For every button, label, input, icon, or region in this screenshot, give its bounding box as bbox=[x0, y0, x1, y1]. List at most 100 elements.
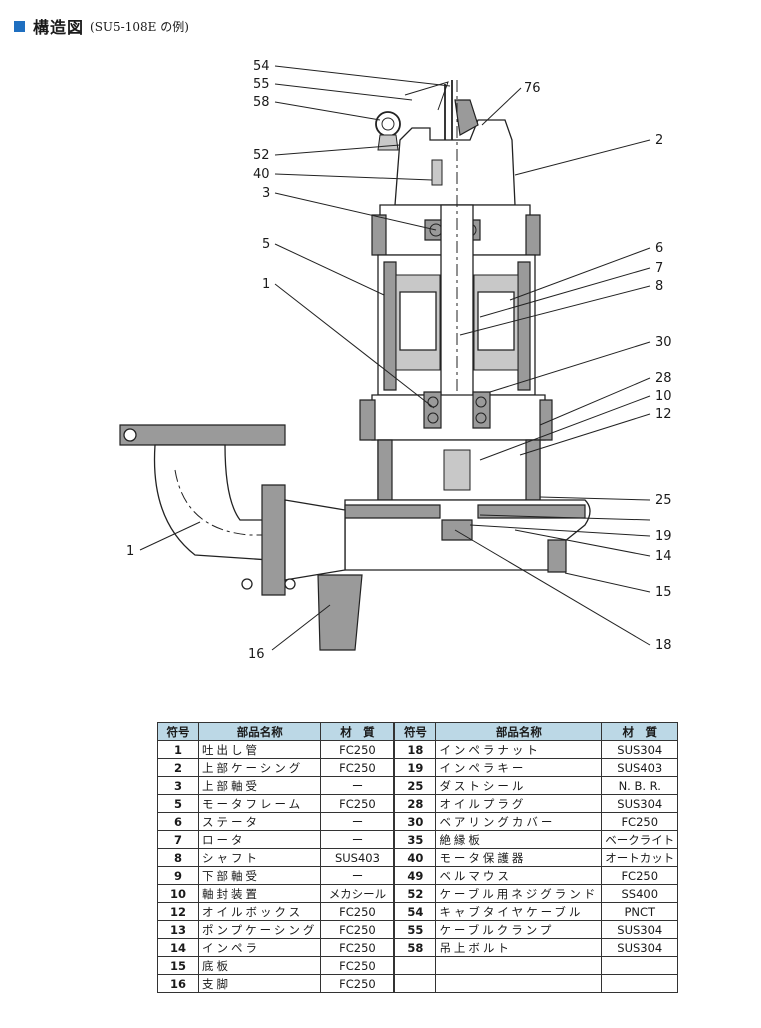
part-material: SUS403 bbox=[320, 848, 395, 867]
part-material: ベークライト bbox=[601, 830, 679, 849]
part-number: 18 bbox=[393, 740, 437, 759]
part-number: 13 bbox=[157, 920, 199, 939]
part-number: 7 bbox=[157, 830, 199, 849]
part-material: FC250 bbox=[320, 956, 395, 975]
part-number: 58 bbox=[393, 938, 437, 957]
part-material: ー bbox=[320, 830, 395, 849]
part-name bbox=[435, 956, 603, 975]
page-header: 構造図 (SU5-108E の例) bbox=[14, 14, 189, 38]
part-material: ー bbox=[320, 812, 395, 831]
part-number: 52 bbox=[393, 884, 437, 903]
part-material: FC250 bbox=[320, 938, 395, 957]
part-material: ー bbox=[320, 776, 395, 795]
header-name-right: 部品名称 bbox=[435, 722, 603, 741]
part-material: FC250 bbox=[320, 974, 395, 993]
callout-15: 15 bbox=[655, 585, 672, 600]
part-name: 吐出し管 bbox=[197, 740, 322, 759]
part-number bbox=[393, 956, 437, 975]
page-subtitle: (SU5-108E の例) bbox=[90, 19, 189, 34]
part-material: SUS304 bbox=[601, 794, 679, 813]
part-material: FC250 bbox=[320, 794, 395, 813]
part-material: メカシール bbox=[320, 884, 395, 903]
part-material: オートカット bbox=[601, 848, 679, 867]
part-name: オイルプラグ bbox=[435, 794, 603, 813]
part-name: ポンプケーシング bbox=[197, 920, 322, 939]
part-material: FC250 bbox=[320, 920, 395, 939]
callout-14: 14 bbox=[655, 549, 672, 564]
part-name: ベアリングカバー bbox=[435, 812, 603, 831]
part-name: 下部軸受 bbox=[197, 866, 322, 885]
part-name: ロータ bbox=[197, 830, 322, 849]
callout-2: 2 bbox=[655, 133, 663, 148]
part-name: インペラナット bbox=[435, 740, 603, 759]
part-material: SS400 bbox=[601, 884, 679, 903]
part-material: FC250 bbox=[320, 902, 395, 921]
part-material bbox=[601, 974, 679, 993]
callout-58: 58 bbox=[253, 95, 270, 110]
header-material-right: 材 質 bbox=[601, 722, 679, 741]
part-name: モータ保護器 bbox=[435, 848, 603, 867]
callout-28: 28 bbox=[655, 371, 672, 386]
part-number: 40 bbox=[393, 848, 437, 867]
part-name: インペラキー bbox=[435, 758, 603, 777]
callout-3: 3 bbox=[262, 186, 270, 201]
callout-7: 7 bbox=[655, 261, 663, 276]
callout-25: 25 bbox=[655, 493, 672, 508]
part-number: 3 bbox=[157, 776, 199, 795]
part-number: 6 bbox=[157, 812, 199, 831]
title-marker-square bbox=[14, 20, 25, 32]
callout-55: 55 bbox=[253, 77, 270, 92]
part-number: 8 bbox=[157, 848, 199, 867]
part-name: 上部軸受 bbox=[197, 776, 322, 795]
part-material: SUS304 bbox=[601, 740, 679, 759]
part-name: 軸封装置 bbox=[197, 884, 322, 903]
part-name: インペラ bbox=[197, 938, 322, 957]
callout-52: 52 bbox=[253, 148, 270, 163]
part-number: 35 bbox=[393, 830, 437, 849]
part-name: 吊上ボルト bbox=[435, 938, 603, 957]
part-number: 12 bbox=[157, 902, 199, 921]
pump-structure-diagram: 54 55 58 52 40 3 5 1 76 2 6 7 8 30 28 10… bbox=[119, 59, 672, 662]
part-material: ー bbox=[320, 866, 395, 885]
callout-18: 18 bbox=[655, 638, 672, 653]
part-number: 1 bbox=[157, 740, 199, 759]
part-material: FC250 bbox=[601, 866, 679, 885]
part-material bbox=[601, 956, 679, 975]
callout-5: 5 bbox=[262, 237, 270, 252]
pump-drawing bbox=[119, 80, 591, 651]
part-number bbox=[393, 974, 437, 993]
callout-76: 76 bbox=[524, 81, 541, 96]
part-material: SUS403 bbox=[601, 758, 679, 777]
callout-8: 8 bbox=[655, 279, 663, 294]
part-name: ダストシール bbox=[435, 776, 603, 795]
part-name: 底板 bbox=[197, 956, 322, 975]
part-number: 14 bbox=[157, 938, 199, 957]
leader-lines bbox=[139, 65, 651, 651]
part-material: FC250 bbox=[320, 758, 395, 777]
part-name: 上部ケーシング bbox=[197, 758, 322, 777]
callout-6: 6 bbox=[655, 241, 663, 256]
part-material: FC250 bbox=[601, 812, 679, 831]
parts-table-header: 符号 部品名称 材 質 符号 部品名称 材 質 bbox=[157, 722, 679, 741]
callout-1-lower: 1 bbox=[126, 544, 134, 559]
part-number: 5 bbox=[157, 794, 199, 813]
callout-54: 54 bbox=[253, 59, 270, 74]
part-name: ベルマウス bbox=[435, 866, 603, 885]
part-number: 19 bbox=[393, 758, 437, 777]
header-no-left: 符号 bbox=[157, 722, 199, 741]
part-name bbox=[435, 974, 603, 993]
part-number: 54 bbox=[393, 902, 437, 921]
part-name: 絶縁板 bbox=[435, 830, 603, 849]
